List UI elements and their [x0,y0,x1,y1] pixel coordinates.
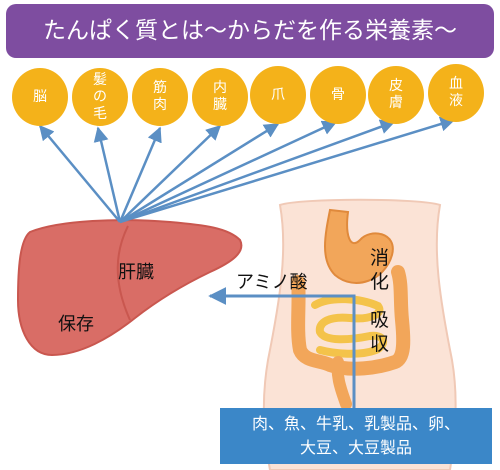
stomach-shape [324,208,394,284]
food-sources-box: 肉、魚、牛乳、乳製品、卵、 大豆、大豆製品 [220,408,492,464]
nutrient-circle-nails: 爪 [250,66,306,124]
food-sources-line-1: 肉、魚、牛乳、乳製品、卵、 [251,414,460,433]
liver-lobe-line [116,225,131,321]
nutrient-circle-bone: 骨 [310,66,366,124]
nutrient-arrows [39,116,456,224]
rectum-shape [331,356,352,410]
nutrient-circle-organs: 内臓 [192,68,248,126]
nutrient-circle-skin: 皮膚 [368,66,424,124]
nutrient-circle-blood: 血液 [428,64,484,122]
food-sources-line-2: 大豆、大豆製品 [299,438,412,457]
small-intestine-shape [311,295,388,358]
nutrient-label: 脳 [33,88,47,105]
nutrient-label: 血液 [449,76,463,109]
page-title: たんぱく質とは～からだを作る栄養素～ [6,4,494,58]
nutrient-circle-muscle: 筋肉 [132,68,188,126]
nutrient-label: 筋肉 [153,80,167,113]
nutrient-label: 骨 [331,86,345,103]
nutrient-circle-brain: 脳 [12,68,68,126]
storage-label: 保存 [58,314,94,335]
absorption-text: 吸収 [370,309,390,355]
nutrient-label: 皮膚 [389,78,403,111]
nutrient-label: 爪 [271,86,285,103]
nutrient-label: 髪の毛 [93,71,107,122]
absorption-label: 吸収 [370,308,390,356]
digestion-label: 消化 [370,246,390,294]
digestion-text: 消化 [370,247,390,293]
amino-acid-arrow [208,287,356,408]
nutrient-circle-hair: 髪の毛 [72,68,128,126]
amino-acid-label: アミノ酸 [236,272,308,293]
nutrient-label: 内臓 [213,80,227,113]
liver-shape [16,219,243,357]
liver-label: 肝臓 [118,262,154,283]
large-intestine-shape [291,265,411,376]
